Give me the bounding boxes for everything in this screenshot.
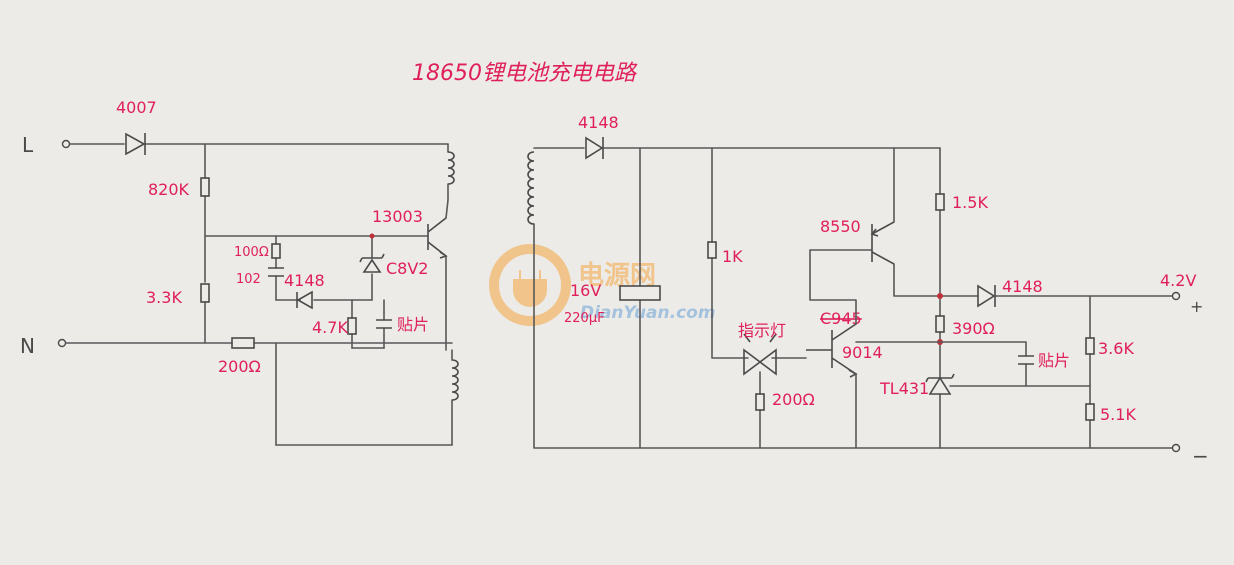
label-13003: 13003 xyxy=(372,207,423,226)
label-100r: 100Ω xyxy=(234,245,269,260)
terminal-plus xyxy=(1171,291,1181,301)
resistor-200r-primary xyxy=(231,337,255,349)
transistor-8550 xyxy=(870,221,895,265)
watermark-en: DianYuan.com xyxy=(580,303,716,323)
label-16v: 16V xyxy=(570,281,601,300)
secondary-circuit: 4148 16V 220μF 1K 指示灯 200Ω C945 9014 xyxy=(527,113,1209,468)
resistor-200r-led xyxy=(755,393,765,411)
label-led: 指示灯 xyxy=(738,321,786,340)
terminal-l xyxy=(61,139,71,149)
label-4v2: 4.2V xyxy=(1160,271,1196,290)
label-8550: 8550 xyxy=(820,217,861,236)
label-220uf: 220μF xyxy=(564,311,605,326)
resistor-820k xyxy=(200,177,210,197)
junction-dot xyxy=(937,293,943,299)
label-4148-primary: 4148 xyxy=(284,271,325,290)
capacitor-102 xyxy=(268,267,284,277)
resistor-1k xyxy=(707,241,717,259)
label-1k: 1K xyxy=(722,247,743,266)
resistor-5k1 xyxy=(1085,403,1095,421)
resistor-3k3 xyxy=(200,283,210,303)
terminal-n xyxy=(57,338,67,348)
label-4007: 4007 xyxy=(116,98,157,117)
label-1k5: 1.5K xyxy=(952,193,988,212)
transformer-secondary-coil xyxy=(527,151,535,225)
led-indicator xyxy=(743,333,777,376)
label-200r-led: 200Ω xyxy=(772,390,815,409)
zener-c8v2 xyxy=(359,253,385,273)
plug-logo-icon xyxy=(489,244,571,326)
label-3k3: 3.3K xyxy=(146,288,182,307)
transistor-9014 xyxy=(806,323,858,378)
resistor-1k5 xyxy=(935,193,945,211)
tl431-reference xyxy=(925,373,955,395)
label-4148-battery: 4148 xyxy=(1002,277,1043,296)
capacitor-smd-secondary xyxy=(1018,355,1034,365)
diode-4148-output xyxy=(585,136,604,160)
primary-circuit: L N 4007 820K 3.3K 100Ω 102 xyxy=(20,98,459,446)
transformer-primary-coil xyxy=(447,151,455,185)
capacitor-220uf xyxy=(619,285,661,301)
label-3k6: 3.6K xyxy=(1098,339,1134,358)
label-c945-struck: C945 xyxy=(820,309,862,328)
resistor-100r xyxy=(271,243,281,259)
label-390r: 390Ω xyxy=(952,319,995,338)
resistor-390r xyxy=(935,315,945,333)
label-9014: 9014 xyxy=(842,343,883,362)
label-4k7: 4.7K xyxy=(312,318,348,337)
terminal-plus-label: + xyxy=(1190,297,1203,316)
capacitor-smd-primary xyxy=(376,319,392,329)
terminal-n-label: N xyxy=(20,334,35,358)
label-820k: 820K xyxy=(148,180,190,199)
diode-4148-battery xyxy=(977,284,996,308)
label-c8v2: C8V2 xyxy=(386,259,428,278)
watermark: 电源网 DianYuan.com xyxy=(489,244,716,326)
transformer-feedback-coil xyxy=(451,359,459,401)
diode-4007 xyxy=(125,132,146,156)
transistor-13003 xyxy=(427,217,448,259)
label-tl431: TL431 xyxy=(879,379,929,398)
diagram-title: 18650锂电池充电电路 xyxy=(412,61,638,86)
label-102: 102 xyxy=(236,272,261,287)
label-smd-secondary: 贴片 xyxy=(1038,351,1070,370)
resistor-3k6 xyxy=(1085,337,1095,355)
label-4148-output: 4148 xyxy=(578,113,619,132)
diode-4148-primary xyxy=(296,290,313,310)
label-smd-primary: 贴片 xyxy=(397,315,429,334)
terminal-minus xyxy=(1171,443,1181,453)
terminal-minus-label: − xyxy=(1192,444,1209,468)
junction-dot xyxy=(369,233,375,239)
label-5k1: 5.1K xyxy=(1100,405,1136,424)
resistor-4k7 xyxy=(347,317,357,335)
terminal-l-label: L xyxy=(22,133,34,157)
label-200r-primary: 200Ω xyxy=(218,357,261,376)
